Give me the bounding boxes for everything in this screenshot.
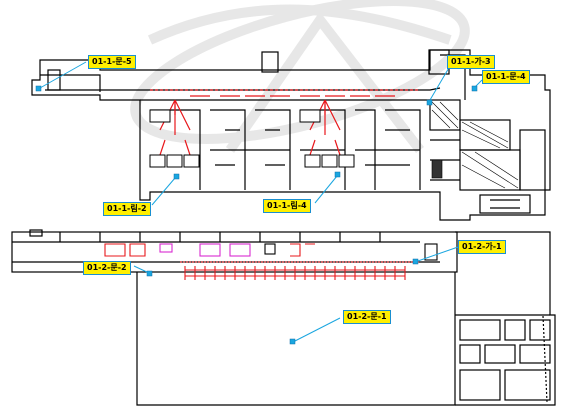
label-01-1-rim-2: 01-1-림-2	[103, 202, 151, 216]
marker-01-2-moon-1	[289, 338, 296, 345]
label-01-2-moon-2: 01-2-문-2	[83, 261, 131, 275]
label-01-1-rim-4: 01-1-림-4	[263, 199, 311, 213]
leader-lines	[39, 61, 483, 343]
label-01-1-moon-4: 01-1-문-4	[482, 70, 530, 84]
location-markers	[35, 85, 478, 345]
label-01-1-moon-5: 01-1-문-5	[88, 55, 136, 69]
lower-equipment	[104, 243, 438, 280]
marker-01-1-moon-5	[35, 85, 42, 92]
label-01-2-ga-1: 01-2-가-1	[458, 240, 506, 254]
label-01-1-ga-3: 01-1-가-3	[447, 55, 495, 69]
marker-01-1-ga-3	[426, 99, 433, 106]
marker-01-1-rim-2	[173, 173, 180, 180]
marker-01-1-rim-4	[334, 171, 341, 178]
marker-01-1-moon-4	[471, 85, 478, 92]
marker-01-2-ga-1	[412, 258, 419, 265]
label-01-2-moon-1: 01-2-문-1	[343, 310, 391, 324]
upper-hatch	[431, 101, 519, 189]
watermark-logo	[130, 0, 470, 154]
marker-01-2-moon-2	[146, 270, 153, 277]
lower-floor-plan	[11, 229, 556, 406]
upper-machines	[149, 109, 355, 168]
